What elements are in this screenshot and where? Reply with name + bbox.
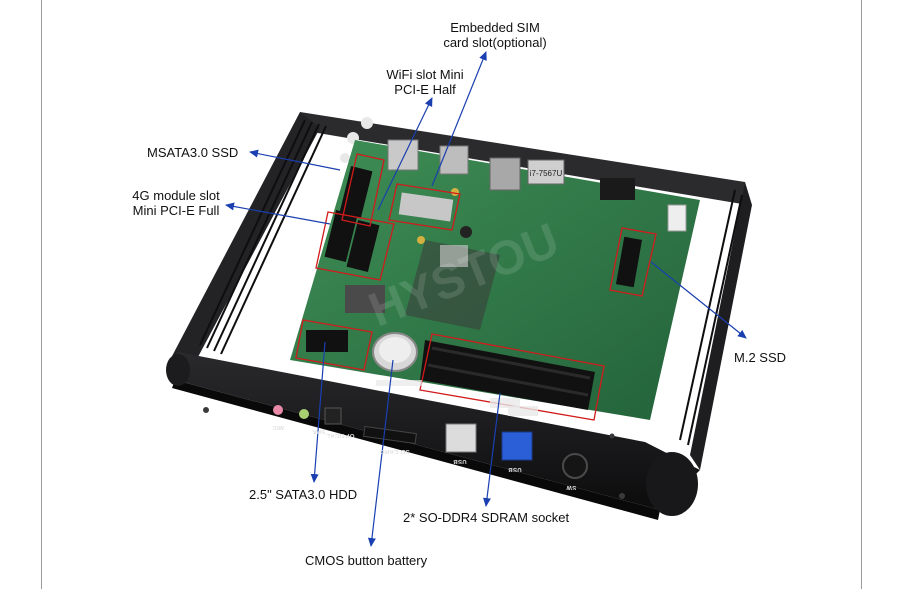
mic-jack <box>273 405 283 415</box>
arrow-hdd <box>310 341 326 483</box>
frame-right-border <box>861 0 862 589</box>
arrow-wifi <box>377 97 433 211</box>
arrow-msata <box>249 149 341 171</box>
mini-pc-chassis <box>166 112 752 520</box>
callout-wifi-line1: WiFi slot Mini <box>386 67 464 82</box>
rear-display-port <box>600 178 635 200</box>
port-label-optical: OPTICAL <box>326 432 355 438</box>
highlight-4g <box>315 211 395 281</box>
cpu-label-sticker <box>527 159 565 185</box>
optical-port <box>324 407 342 425</box>
callout-hdd-line1: 2.5" SATA3.0 HDD <box>249 487 358 502</box>
callout-msata: MSATA3.0 SSD <box>147 145 238 160</box>
sim-slot <box>398 192 454 222</box>
arrow-sim <box>431 51 487 187</box>
power-switch <box>562 453 588 479</box>
port-label-sdcard: SD CARD <box>380 448 410 454</box>
callout-m2: M.2 SSD <box>734 350 786 365</box>
callout-ddr: 2* SO-DDR4 SDRAM socket <box>403 510 569 525</box>
arrow-ddr <box>483 392 501 507</box>
highlight-m2 <box>609 227 657 297</box>
port-label-sw: SW <box>566 484 577 490</box>
rear-lan-connector <box>439 145 469 175</box>
usb-port-2 <box>501 431 533 461</box>
highlight-sim <box>388 183 461 231</box>
m2-slot <box>615 236 643 288</box>
4g-slot-b <box>346 220 380 272</box>
rear-hdmi-connector <box>489 157 521 191</box>
frame-left-border <box>41 0 42 589</box>
callout-wifi: WiFi slot Mini PCI-E Half <box>370 67 480 97</box>
usb-port-1 <box>445 423 477 453</box>
arrow-cmos <box>367 359 394 547</box>
motherboard: i7-7567U <box>290 139 700 420</box>
callout-4g-line1: 4G module slot <box>132 188 220 203</box>
callout-hdd: 2.5" SATA3.0 HDD <box>249 487 357 502</box>
callout-sim-line2: card slot(optional) <box>443 35 547 50</box>
callout-sim: Embedded SIM card slot(optional) <box>428 20 562 50</box>
callout-m2-line1: M.2 SSD <box>734 350 787 365</box>
arrow-4g <box>225 202 331 225</box>
chipset <box>345 285 385 313</box>
highlight-sata <box>295 319 373 371</box>
cpu-model-text: i7-7567U <box>530 169 563 178</box>
port-label-mic: MIC <box>272 424 284 430</box>
callout-sim-line1: Embedded SIM <box>450 20 540 35</box>
callout-wifi-line2: PCI-E Half <box>394 82 456 97</box>
4g-slot-a <box>324 210 358 262</box>
port-label-spk: SPK <box>312 428 326 434</box>
highlight-msata <box>341 153 385 227</box>
arrow-m2 <box>650 261 747 339</box>
callout-cmos: CMOS button battery <box>305 553 427 568</box>
power-connector <box>667 204 687 232</box>
callout-4g: 4G module slot Mini PCI-E Full <box>124 188 228 218</box>
callout-cmos-line1: CMOS button battery <box>305 553 428 568</box>
msata-slot <box>339 166 373 218</box>
callout-msata-line1: MSATA3.0 SSD <box>147 145 239 160</box>
sata-connector <box>306 330 348 352</box>
sd-card-slot <box>362 425 418 445</box>
ddr-sockets <box>420 340 595 410</box>
port-label-usb1: USB <box>453 458 467 464</box>
callout-ddr-line1: 2* SO-DDR4 SDRAM socket <box>403 510 570 525</box>
rear-usb-connector <box>387 139 419 171</box>
port-label-usb2: USB <box>508 466 522 472</box>
spk-jack <box>299 409 309 419</box>
highlight-boxes <box>295 153 657 421</box>
callout-4g-line2: Mini PCI-E Full <box>132 203 220 218</box>
front-panel-ports <box>273 380 588 479</box>
callout-arrows <box>225 51 747 547</box>
highlight-ddr <box>419 333 605 421</box>
